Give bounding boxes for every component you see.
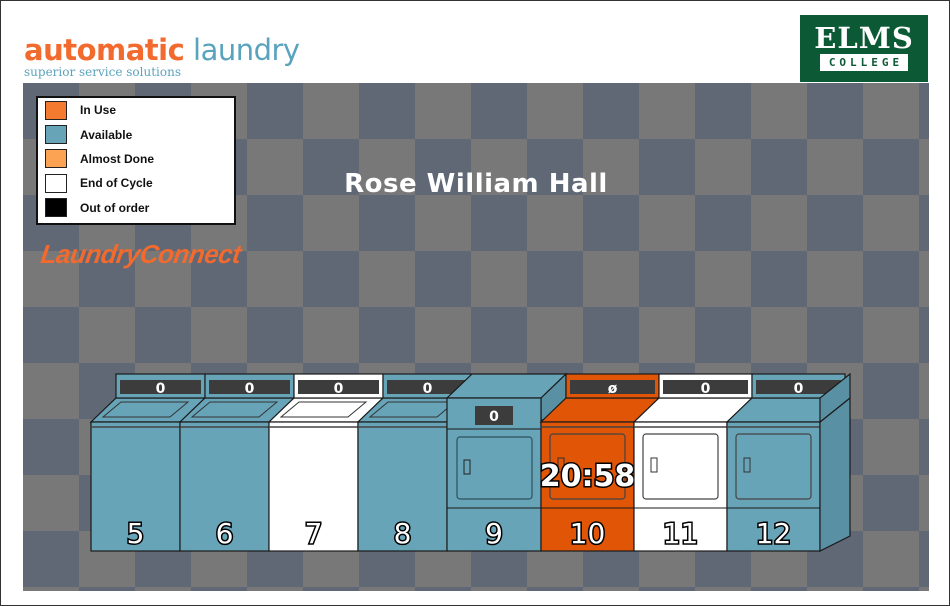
machine-display-value: 0 <box>245 381 255 397</box>
legend-label: Out of order <box>80 200 150 215</box>
washer-lid <box>190 401 279 418</box>
room-title: Rose William Hall <box>344 169 608 199</box>
machine-number: 6 <box>216 517 234 550</box>
legend-label: Almost Done <box>80 151 155 166</box>
machine-display-value: 0 <box>423 381 433 397</box>
automatic-laundry-logo: automatic laundry superior service solut… <box>24 34 300 79</box>
brand-part1: automatic <box>24 33 185 67</box>
door-handle-icon <box>650 457 658 473</box>
legend-swatch <box>45 149 67 169</box>
machine-front <box>726 421 821 552</box>
machine-10[interactable]: ø 10 20:58 <box>538 373 661 552</box>
machine-display <box>663 380 748 394</box>
door-handle-icon <box>463 459 471 475</box>
machine-7[interactable]: 07 <box>267 373 385 552</box>
legend-swatch <box>45 198 67 218</box>
brand-part2: laundry <box>184 33 300 67</box>
tagline: superior service solutions <box>24 65 181 79</box>
machine-display-value: 0 <box>794 381 804 397</box>
legend-swatch <box>45 125 67 145</box>
elms-logo-line2: COLLEGE <box>819 54 909 71</box>
legend-label: In Use <box>80 103 117 118</box>
machine-display-value: 0 <box>489 409 499 425</box>
machine-display <box>570 380 655 394</box>
machine-display-value: 0 <box>701 381 711 397</box>
legend-item: End of Cycle <box>38 171 234 195</box>
machine-display-value: 0 <box>334 381 344 397</box>
machine-front <box>633 421 728 552</box>
machine-number: 11 <box>663 517 699 550</box>
machine-display-value: ø <box>608 381 618 397</box>
legend-item: Out of order <box>38 196 234 220</box>
legend-swatch <box>45 100 67 120</box>
machine-display <box>475 406 513 425</box>
legend-item: Almost Done <box>38 147 234 171</box>
machine-11[interactable]: 0 11 <box>632 373 754 552</box>
elms-college-logo: ELMS COLLEGE <box>800 15 928 82</box>
elms-logo-line1: ELMS <box>814 21 914 55</box>
dryer-door <box>549 433 626 500</box>
machine-number: 8 <box>394 517 412 550</box>
washer-lid <box>279 401 368 418</box>
machine-number: 7 <box>305 517 323 550</box>
machine-side <box>819 396 851 552</box>
dryer-door <box>735 433 812 500</box>
machine-display-value: 0 <box>156 381 166 397</box>
machine-number: 12 <box>756 517 792 550</box>
door-handle-icon <box>743 457 751 473</box>
washer-lid <box>101 401 190 418</box>
machine-number: 10 <box>570 517 606 550</box>
legend-item: Available <box>38 122 234 146</box>
machine-number: 9 <box>485 517 503 550</box>
legend-label: Available <box>80 127 133 142</box>
machine-12[interactable]: 0 12 <box>725 372 851 552</box>
machine-display <box>387 380 468 394</box>
machine-front <box>179 421 270 552</box>
machine-front <box>268 421 359 552</box>
machine-5[interactable]: 05 <box>89 373 207 552</box>
legend-item: In Use <box>38 98 234 122</box>
machine-display <box>209 380 290 394</box>
machine-display <box>120 380 201 394</box>
dryer-door <box>456 436 533 500</box>
machine-number: 5 <box>127 517 145 550</box>
dryer-door <box>642 433 719 500</box>
machine-timer: 20:58 <box>540 459 636 494</box>
machine-front <box>90 421 181 552</box>
machine-display <box>756 380 841 394</box>
door-handle-icon <box>557 457 565 473</box>
legend-label: End of Cycle <box>80 176 153 191</box>
machine-display <box>298 380 379 394</box>
machine-8[interactable]: 08 <box>356 373 474 552</box>
machine-side-top <box>819 372 851 424</box>
machine-6[interactable]: 06 <box>178 373 296 552</box>
machine-9[interactable]: 09 <box>445 372 568 552</box>
legend-swatch <box>45 173 67 193</box>
